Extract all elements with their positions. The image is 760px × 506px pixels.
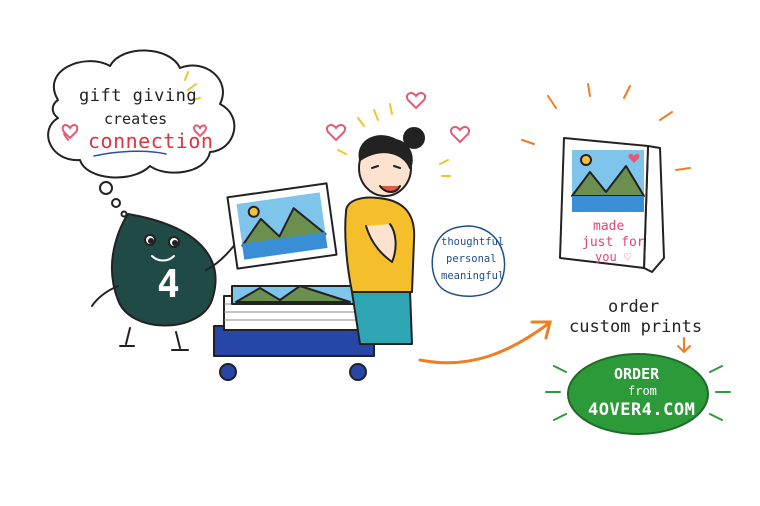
mascot-number: 4 bbox=[157, 262, 180, 306]
thought-cloud bbox=[47, 49, 236, 179]
order-button-label: from bbox=[628, 384, 657, 398]
sparkle-icon bbox=[521, 83, 691, 171]
thought-dot bbox=[99, 181, 113, 195]
greeting-card bbox=[559, 137, 665, 273]
thought-dot bbox=[111, 198, 121, 208]
speech-bubble-line: personal bbox=[446, 253, 497, 265]
order-prompt-line: order bbox=[608, 297, 660, 317]
order-button-shape bbox=[567, 353, 709, 435]
arrow-icon bbox=[418, 320, 552, 365]
speech-bubble bbox=[431, 225, 506, 297]
card-text-line: made bbox=[593, 219, 625, 234]
landscape-photo-icon bbox=[226, 182, 338, 270]
thought-cloud-line: creates bbox=[104, 110, 168, 128]
speech-bubble-line: meaningful bbox=[441, 270, 505, 282]
print-stack bbox=[213, 285, 375, 381]
heart-icon bbox=[326, 92, 470, 144]
order-prompt-line: custom prints bbox=[569, 317, 703, 337]
heart-icon bbox=[61, 124, 207, 140]
order-button-label: ORDER bbox=[614, 365, 660, 383]
card-text-line: you ♡ bbox=[595, 250, 632, 264]
sparkle-icon bbox=[545, 365, 731, 421]
thought-cloud-line: gift giving bbox=[79, 86, 198, 106]
order-button-label: 4OVER4.COM bbox=[588, 400, 696, 420]
speech-bubble-line: thoughtful bbox=[441, 236, 505, 248]
arrow-icon bbox=[677, 337, 691, 354]
mascot-character bbox=[91, 213, 245, 351]
thought-cloud-highlight: connection bbox=[88, 129, 214, 153]
thought-dot bbox=[120, 210, 128, 218]
woman-character bbox=[344, 127, 425, 345]
sparkle-icon bbox=[337, 103, 451, 177]
card-text-line: just for bbox=[582, 235, 645, 250]
